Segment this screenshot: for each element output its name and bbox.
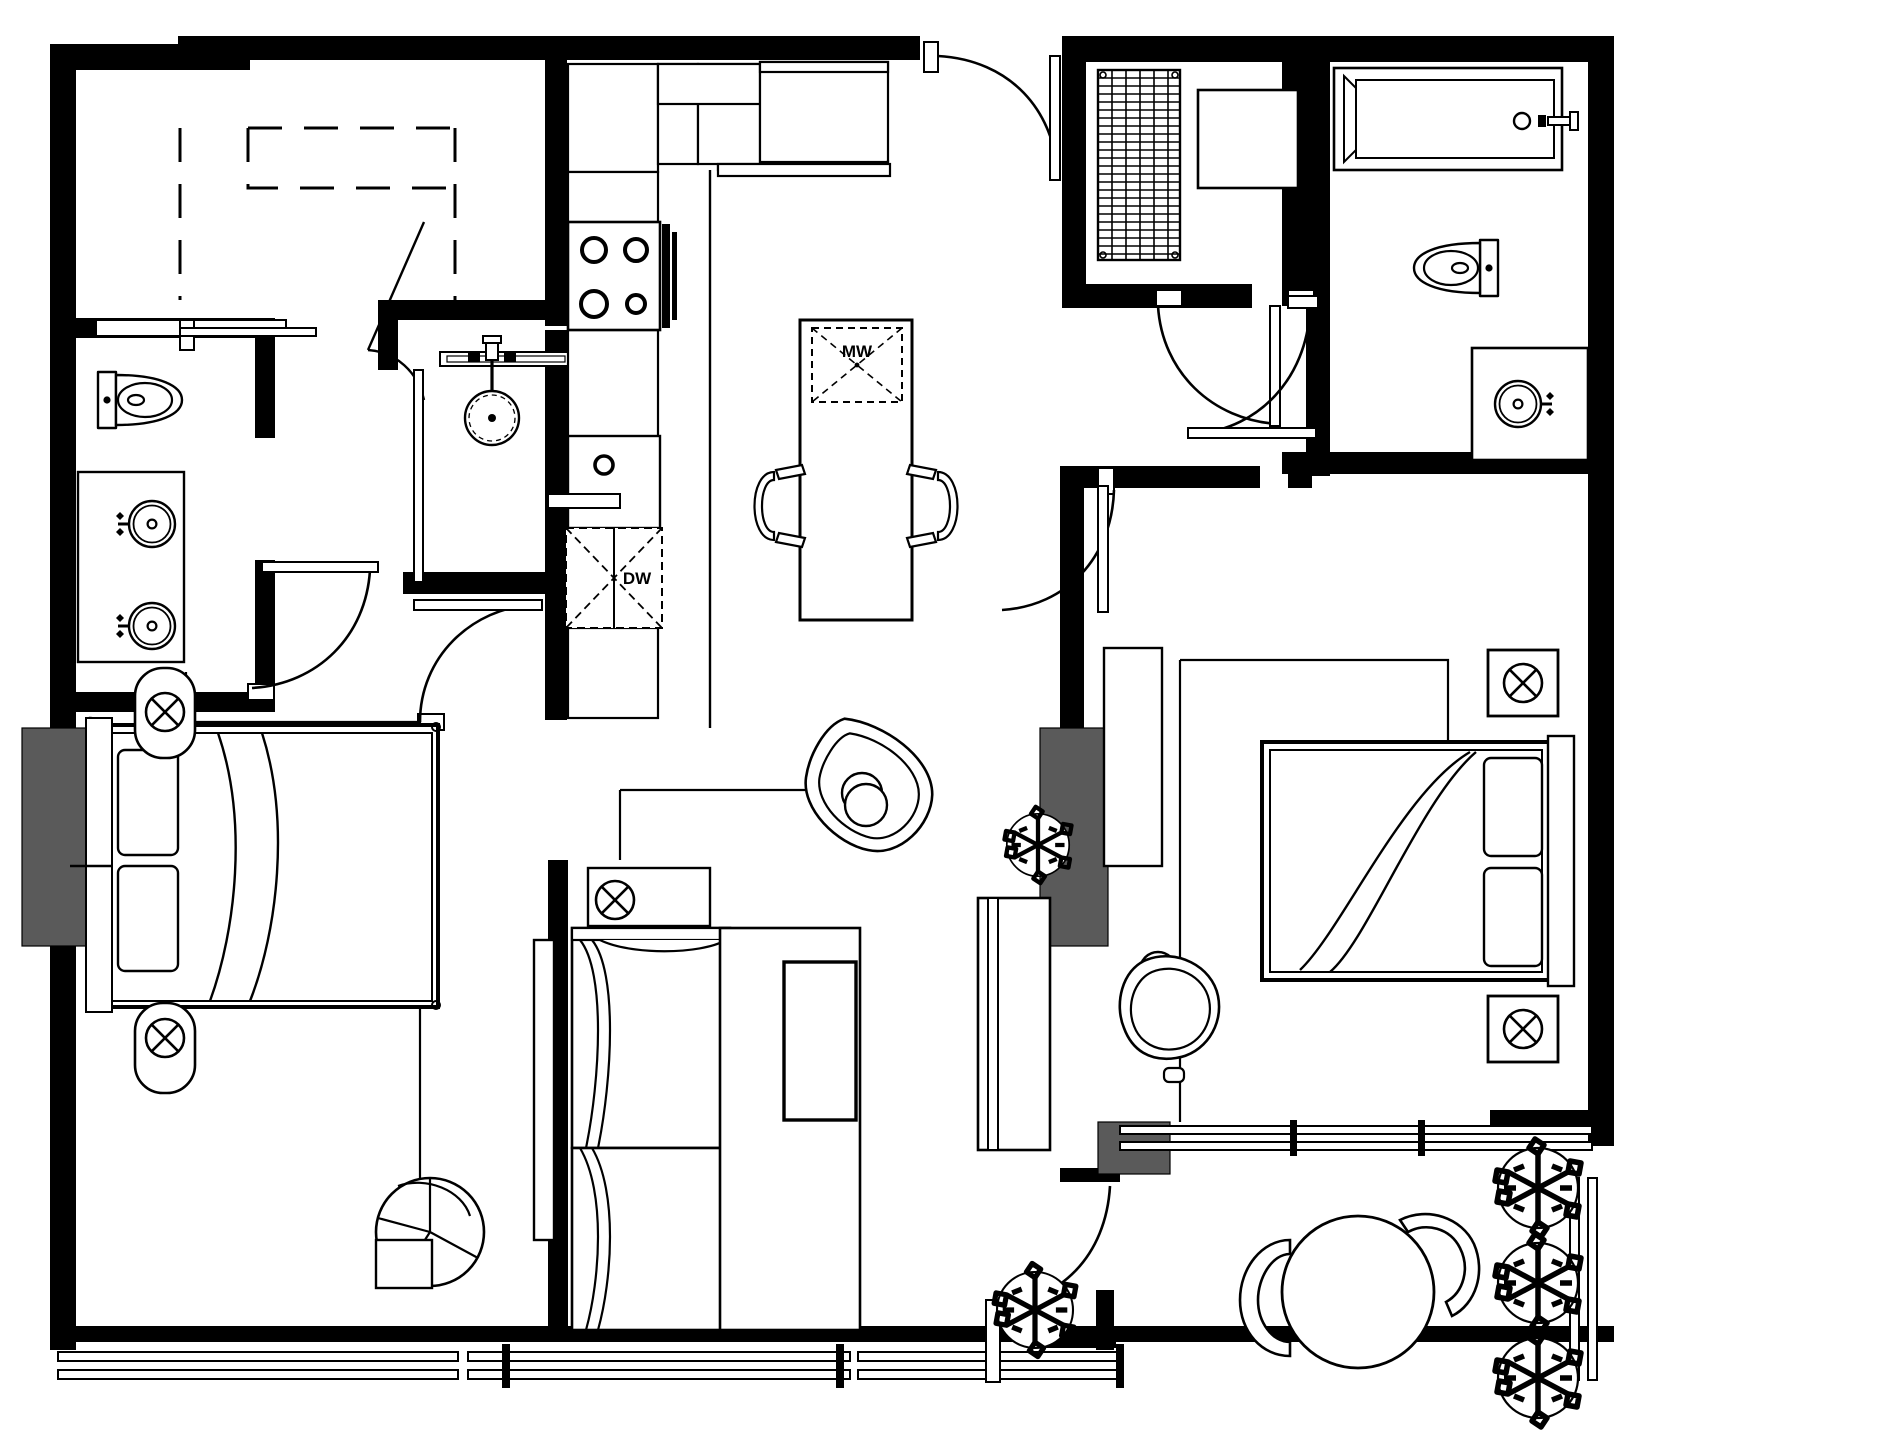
wall-laundry-left: [1062, 36, 1086, 304]
bed-2-headboard: [1546, 734, 1576, 988]
bedroom-1-furniture: [70, 666, 556, 1290]
stool-bedroom-1: [374, 1238, 434, 1290]
kitchen-cabinet-top-3: [758, 60, 890, 164]
bed-1-pillow-a: [116, 748, 180, 857]
doors-group: [247, 41, 1319, 1383]
armchair-ottoman: [840, 771, 889, 828]
wall-shower-top: [378, 300, 563, 320]
bed-1-pillow-b: [116, 864, 180, 973]
window-mullion-2: [836, 1344, 844, 1388]
laundry-shelf: [1196, 88, 1300, 190]
nightstand-2-bottom: [1486, 994, 1560, 1064]
accent-chair-bedroom-2: [1118, 950, 1221, 1084]
shower-glass-panel: [413, 369, 424, 583]
double-vanity-bathroom-1: [76, 470, 186, 664]
window-band-bottom-1: [57, 1351, 459, 1380]
wall-exterior-bottom: [50, 1326, 1614, 1342]
structural-column-left: [21, 727, 91, 947]
microwave: [811, 327, 903, 403]
single-vanity-bathroom-2: [1470, 346, 1590, 462]
bed-2-pillow-a: [1482, 756, 1544, 858]
console-media-unit: [976, 896, 1052, 1152]
shower-room-fixtures: [413, 335, 571, 583]
wall-kitchen-left-c: [545, 630, 567, 720]
washer-dryer-louvers: [1098, 70, 1180, 260]
cooktop: [566, 220, 677, 332]
nightstand-1-top: [133, 666, 197, 760]
bed-2-duvet-fold-a: [1299, 750, 1471, 971]
bathtub: [1332, 66, 1579, 172]
wall-kitchen-left-a: [545, 36, 567, 326]
bath1-mirror-shelf: [95, 319, 317, 351]
wall-bath2-left: [1306, 36, 1330, 476]
kitchen-sink: [547, 434, 662, 530]
balcony-group: [994, 1139, 1581, 1427]
queen-bed-2: [1260, 734, 1576, 988]
balcony-chair-right: [1398, 1212, 1481, 1318]
side-table-with-lamp: [586, 866, 712, 928]
balcony-table: [1280, 1214, 1436, 1370]
coffee-table: [782, 960, 858, 1122]
window-band-bedroom2: [1119, 1120, 1593, 1156]
dishwasher: [565, 527, 663, 629]
window-mullion-1: [502, 1344, 510, 1388]
nightstand-1-bottom: [133, 1001, 197, 1095]
kitchen-cabinet-top-3-lip: [758, 60, 890, 74]
bed-1-duvet-fold-b: [248, 732, 280, 1002]
wall-bath1-right-b: [255, 560, 275, 712]
wall-bedroom1-living-head: [548, 860, 568, 900]
balcony-chair-left: [1238, 1238, 1292, 1358]
bathroom-2-door: [1187, 289, 1319, 439]
window-mullion-3: [1116, 1344, 1124, 1388]
kitchen-upper-cabinet-a: [566, 62, 660, 174]
bedroom-2-furniture: [1102, 646, 1576, 1122]
wall-bath1-right-a: [255, 318, 275, 438]
nightstand-2-top: [1486, 648, 1560, 718]
label-dishwasher: DW: [623, 569, 652, 588]
wall-shower-bottom: [403, 572, 573, 594]
bathroom-1-door: [247, 561, 379, 701]
cooktop-handle: [662, 224, 670, 328]
bedroom-1-rug-outline: [186, 720, 422, 1180]
wall-kitchen-left-b: [545, 330, 567, 630]
kitchen-counter-front: [716, 162, 892, 178]
bathroom-1-fixtures: [76, 319, 317, 664]
wall-bedroom2-top-cap: [1288, 466, 1312, 488]
sofa-body-lower: [570, 1146, 732, 1332]
kitchen-cabinet-top-shelf: [656, 62, 762, 106]
shower-head: [439, 335, 571, 447]
wall-top-left-return: [50, 44, 250, 70]
bed-1-duvet-fold-a: [208, 732, 237, 1002]
kitchen-island-group: [753, 318, 959, 622]
wall-exterior-left: [50, 44, 76, 1350]
dresser-bedroom-1: [532, 938, 556, 1242]
dresser-bedroom-2: [1102, 646, 1164, 868]
label-microwave: MW: [842, 342, 873, 361]
wall-top-left-jog: [178, 36, 202, 70]
kitchen-group: [547, 60, 892, 728]
bed-2-duvet-fold-b: [1329, 751, 1477, 973]
bathroom-2-fixtures: [1332, 66, 1590, 462]
bed-2-pillow-b: [1482, 866, 1544, 968]
wall-bedroom2-top: [1060, 466, 1260, 488]
living-room-furniture: [570, 717, 1072, 1332]
wall-exterior-top-right: [1062, 36, 1610, 62]
wall-exterior-right: [1588, 36, 1614, 1146]
kitchen-cabinet-mid: [566, 328, 660, 440]
dashed-overhead-outline: [178, 126, 457, 300]
round-side-table-bedroom-1: [374, 1176, 486, 1290]
sofa-body-upper: [570, 926, 732, 1150]
laundry-group: [1096, 68, 1300, 262]
kitchen-cabinet-lower: [566, 626, 660, 720]
laundry-door: [1155, 289, 1281, 427]
window-band-bottom-2: [467, 1351, 851, 1380]
wall-shower-left-a: [378, 310, 398, 370]
bedroom-2-door: [1001, 467, 1116, 613]
queen-bed-1: [70, 716, 441, 1013]
entry-door: [923, 41, 1061, 181]
